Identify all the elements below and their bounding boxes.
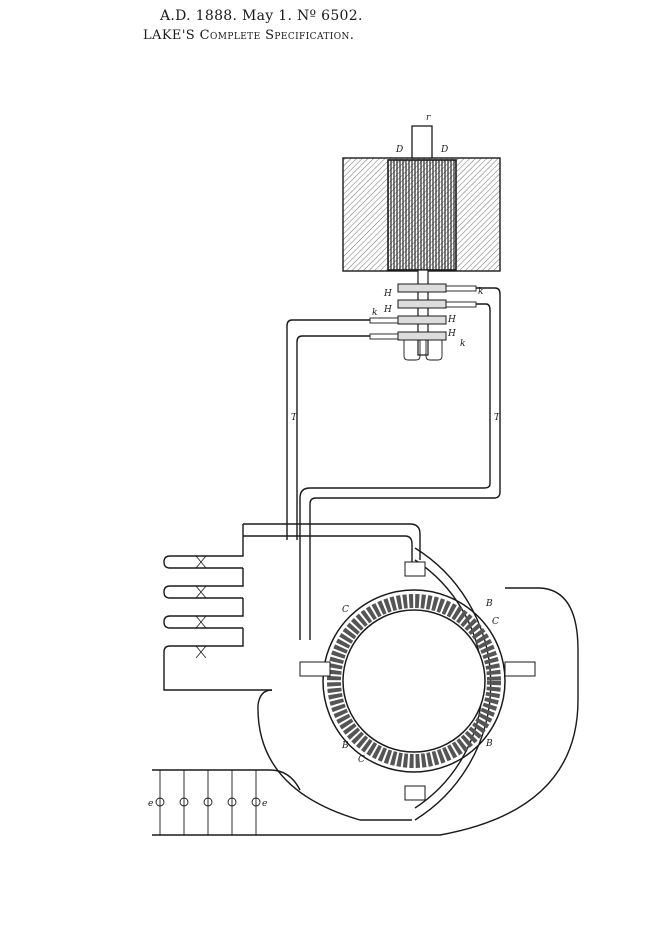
secondary-circuit bbox=[152, 523, 579, 836]
coil-loop bbox=[163, 598, 244, 629]
spark-icon bbox=[195, 555, 207, 659]
ring-core-winding bbox=[327, 594, 501, 768]
figure-labels: r D D H H k k H H k T T C B C B B C e e bbox=[148, 113, 501, 809]
ring-core-outer bbox=[322, 589, 506, 773]
lamp-icon bbox=[155, 770, 261, 835]
label-ring: H bbox=[447, 329, 456, 339]
brush bbox=[369, 317, 399, 324]
label-coil: B bbox=[485, 599, 493, 609]
label-rotor-left: D bbox=[395, 145, 403, 155]
collector-ring bbox=[397, 283, 447, 293]
coil-loop bbox=[163, 628, 272, 691]
top-feed-2 bbox=[243, 535, 413, 562]
armature-shaft-top bbox=[411, 125, 433, 159]
collector-ring bbox=[397, 299, 447, 309]
label-ring: H bbox=[383, 289, 392, 299]
ring-core-inner bbox=[342, 609, 486, 753]
armature-shaft-bottom bbox=[417, 269, 429, 356]
terminal-block bbox=[299, 661, 331, 677]
label-wire-right: T bbox=[494, 413, 501, 423]
lead-wire-right bbox=[309, 287, 501, 640]
label-coil: C bbox=[492, 617, 499, 627]
secondary-loop bbox=[412, 587, 579, 836]
left-feed bbox=[257, 689, 412, 821]
generator-armature bbox=[387, 159, 457, 271]
label-lamp: e bbox=[262, 799, 267, 809]
generator-assembly bbox=[342, 125, 501, 361]
label-brush: k bbox=[372, 308, 377, 318]
brush bbox=[369, 333, 399, 340]
sheet-header: A.D. 1888. May 1. Nº 6502. LAKE'S Comple… bbox=[0, 0, 651, 60]
lead-wire-left bbox=[286, 319, 370, 540]
heating-coils bbox=[163, 524, 272, 691]
brush-loop bbox=[403, 340, 421, 361]
collector-ring bbox=[397, 315, 447, 325]
label-ring: H bbox=[383, 305, 392, 315]
patent-reference: A.D. 1888. May 1. Nº 6502. bbox=[160, 8, 363, 24]
label-coil: C bbox=[358, 755, 365, 765]
label-brush: k bbox=[478, 287, 483, 297]
label-coil: B bbox=[485, 739, 493, 749]
brush-loop bbox=[425, 340, 443, 361]
top-feed bbox=[243, 523, 421, 560]
label-coil: B bbox=[341, 741, 349, 751]
label-coil: C bbox=[342, 605, 349, 615]
coil-loop bbox=[163, 568, 244, 599]
lead-wire-left-inner bbox=[296, 335, 370, 540]
terminal-block bbox=[404, 561, 426, 577]
label-wire-left: T bbox=[291, 413, 298, 423]
lead-wire-right-inner bbox=[299, 303, 491, 640]
collector-ring bbox=[397, 331, 447, 341]
label-ring: H bbox=[447, 315, 456, 325]
brush bbox=[445, 301, 477, 308]
label-rotor-right: D bbox=[440, 145, 448, 155]
coil-loop bbox=[163, 524, 244, 569]
lamp-supply bbox=[152, 769, 301, 791]
terminal-block bbox=[404, 785, 426, 801]
ring-transformer bbox=[299, 547, 536, 821]
lead-wires bbox=[286, 287, 501, 640]
lamp-bank bbox=[152, 769, 301, 835]
label-lamp: e bbox=[148, 799, 153, 809]
specification-title: LAKE'S Complete Specification. bbox=[143, 28, 355, 43]
label-brush: k bbox=[460, 339, 465, 349]
terminal-block bbox=[504, 661, 536, 677]
brush bbox=[445, 285, 477, 292]
label-shaft: r bbox=[426, 113, 431, 123]
